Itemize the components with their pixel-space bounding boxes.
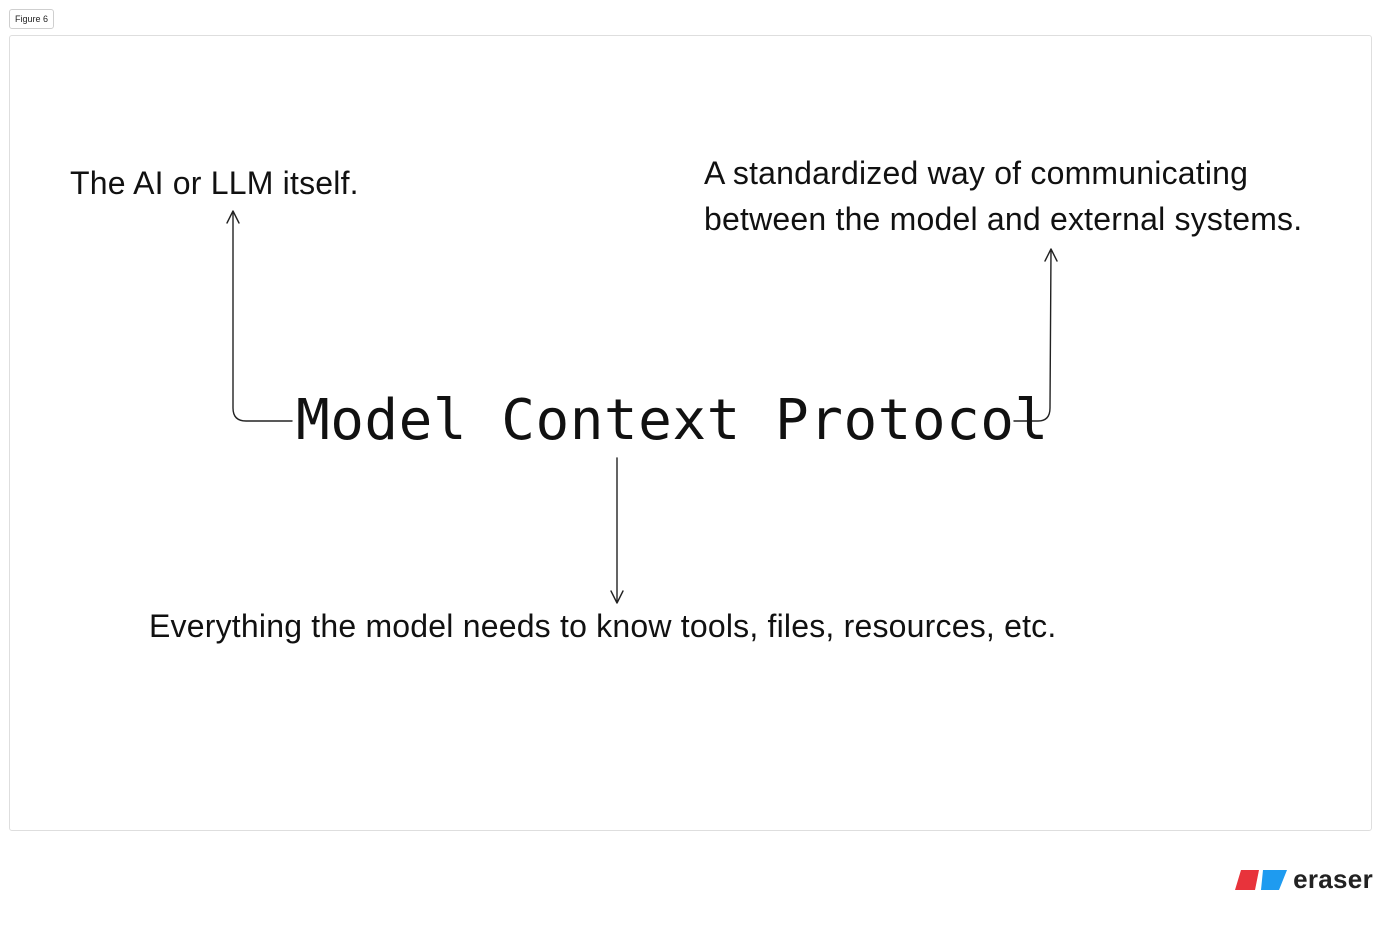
protocol-description: A standardized way of communicating betw… (704, 155, 1303, 237)
figure-label: Figure 6 (9, 9, 55, 29)
eraser-logo-shapes (1235, 869, 1288, 890)
center-title: Model Context Protocol (296, 388, 1049, 453)
eraser-logo-icon (1235, 869, 1288, 890)
eraser-brand: eraser (1235, 864, 1373, 895)
eraser-wordmark: eraser (1293, 864, 1373, 894)
context-description: Everything the model needs to know tools… (149, 608, 1057, 644)
diagram-canvas (9, 35, 1372, 831)
model-description: The AI or LLM itself. (70, 165, 359, 201)
